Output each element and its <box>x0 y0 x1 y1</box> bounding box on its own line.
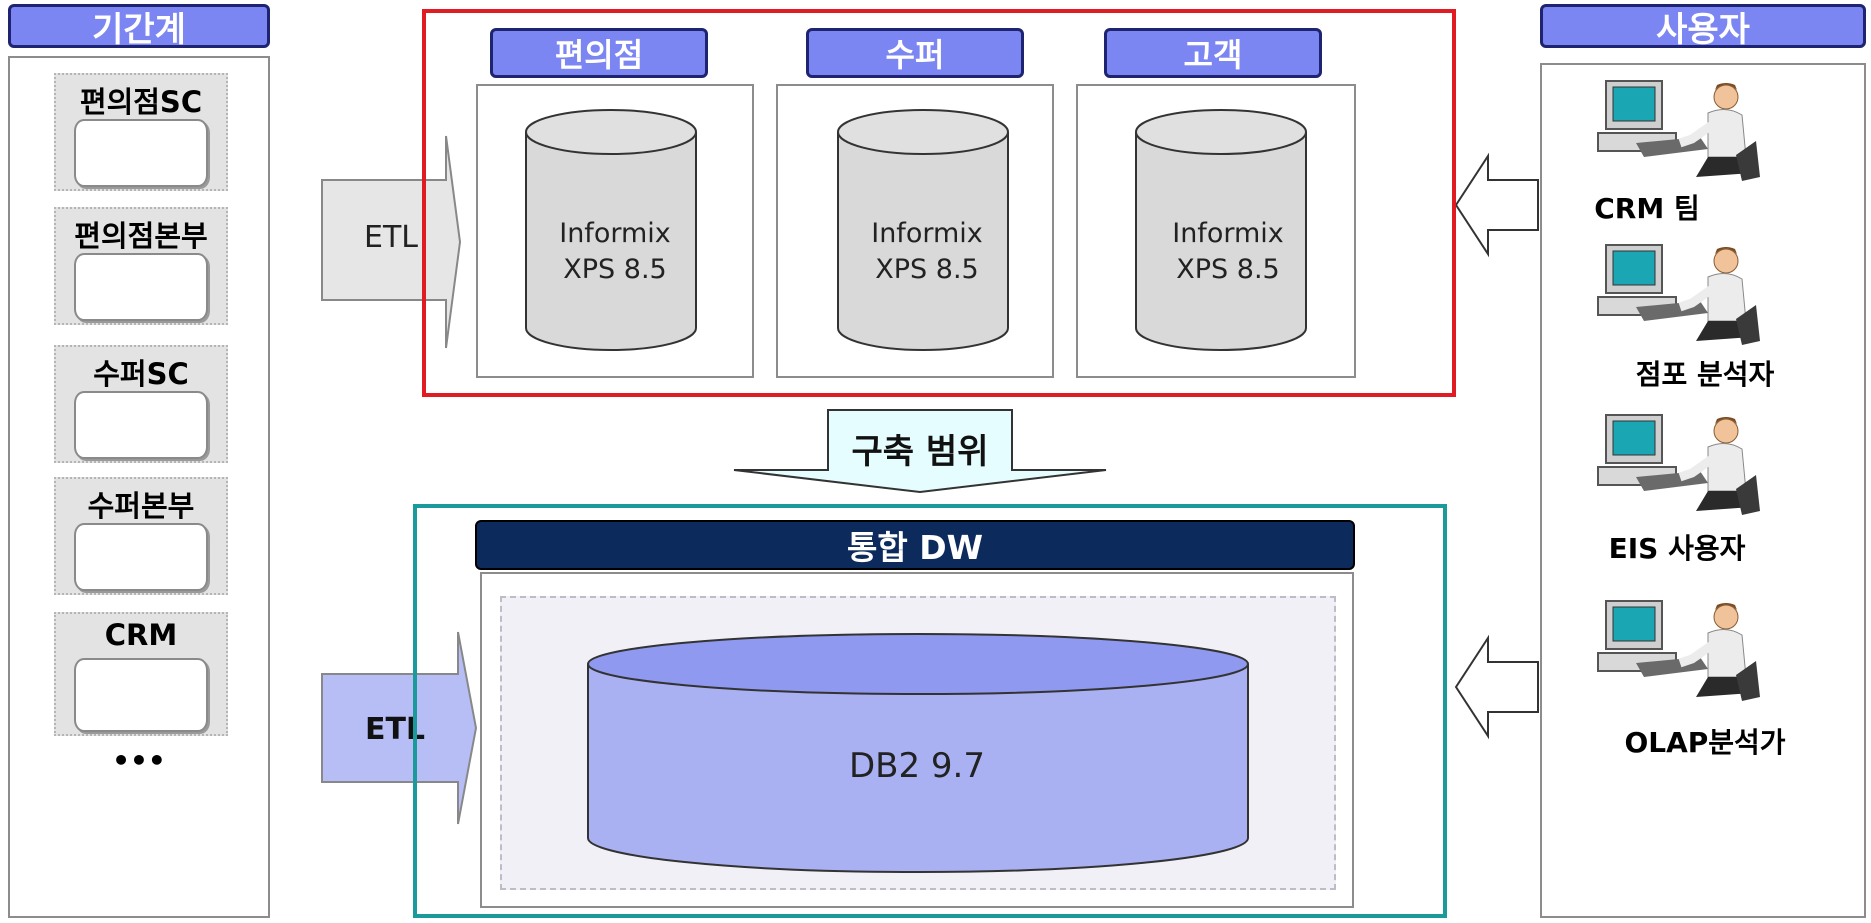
database-name: Informix <box>1172 218 1284 249</box>
source-system-box[interactable]: 편의점SC <box>54 73 228 191</box>
database-icon <box>74 253 208 321</box>
source-system-label: CRM <box>104 618 178 652</box>
dw-database-name: DB2 9.7 <box>848 746 986 786</box>
integrated-dw-panel[interactable]: DB2 9.7 <box>480 572 1354 908</box>
scope-down-arrow <box>733 409 1107 494</box>
data-mart-header: 편의점 <box>490 28 708 78</box>
user-role-label: OLAP분석가 <box>1624 726 1786 759</box>
data-mart-header: 고객 <box>1104 28 1322 78</box>
database-version: XPS 8.5 <box>563 254 667 285</box>
build-scope-label: 구축 범위 <box>851 432 989 472</box>
database-icon <box>74 391 208 459</box>
user-at-computer-icon <box>1597 414 1760 515</box>
source-system-box[interactable]: 수퍼SC <box>54 345 228 463</box>
etl-arrow-bottom <box>321 631 478 825</box>
source-system-label: 수퍼SC <box>93 357 189 391</box>
source-system-label: 편의점본부 <box>74 219 208 253</box>
data-mart-panel[interactable]: Informix XPS 8.5 <box>1076 84 1356 378</box>
database-cylinder-icon <box>587 633 1249 873</box>
database-icon <box>74 523 208 591</box>
source-system-box[interactable]: 편의점본부 <box>54 207 228 325</box>
data-mart-header: 수퍼 <box>806 28 1024 78</box>
user-role-label: 점포 분석자 <box>1635 358 1775 391</box>
database-icon <box>74 119 208 187</box>
user-at-computer-icon <box>1597 600 1760 701</box>
etl-top-label: ETL <box>364 220 418 255</box>
user-at-computer-icon <box>1597 244 1760 345</box>
source-system-label: 편의점SC <box>79 85 203 119</box>
source-system-box[interactable]: 수퍼본부 <box>54 477 228 595</box>
database-version: XPS 8.5 <box>875 254 979 285</box>
integrated-dw-header: 통합 DW <box>475 520 1355 570</box>
database-icon <box>74 658 208 732</box>
arrow-left-icon <box>1454 634 1539 740</box>
user-at-computer-icon <box>1597 80 1760 181</box>
integrated-dw-frame <box>413 504 1447 918</box>
sources-panel: 편의점SC 편의점본부 수퍼SC 수퍼본부 CRM ••• <box>8 56 270 918</box>
user-role-label: CRM 팀 <box>1594 192 1700 225</box>
arrow-left-icon <box>1454 152 1539 258</box>
source-system-box[interactable]: CRM <box>54 612 228 736</box>
database-cylinder-icon <box>1135 109 1307 351</box>
users-header: 사용자 <box>1540 4 1866 50</box>
build-scope-frame <box>422 9 1456 397</box>
database-name: Informix <box>559 218 671 249</box>
database-cylinder-icon <box>837 109 1009 351</box>
data-mart-panel[interactable]: Informix XPS 8.5 <box>776 84 1054 378</box>
source-system-label: 수퍼본부 <box>87 489 195 523</box>
data-mart-panel[interactable]: Informix XPS 8.5 <box>476 84 754 378</box>
database-version: XPS 8.5 <box>1176 254 1280 285</box>
sources-header: 기간계 <box>8 4 270 50</box>
database-cylinder-icon <box>525 109 697 351</box>
database-name: Informix <box>871 218 983 249</box>
users-panel: CRM 팀 점포 분석자 EIS 사용자 OL <box>1540 63 1866 918</box>
user-role-label: EIS 사용자 <box>1608 532 1746 565</box>
more-sources-indicator: ••• <box>112 744 166 777</box>
